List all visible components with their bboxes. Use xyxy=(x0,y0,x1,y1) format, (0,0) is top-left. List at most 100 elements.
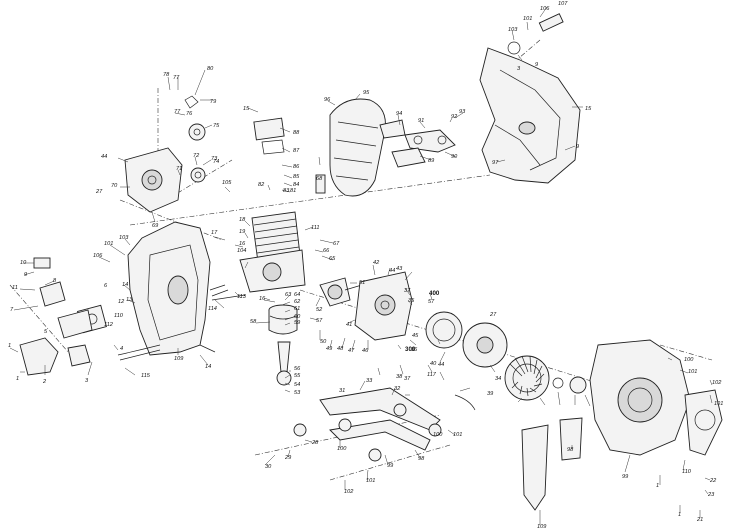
part-callout-101: 101 xyxy=(104,241,113,247)
part-callout-91: 91 xyxy=(418,118,424,124)
part-callout-67: 67 xyxy=(333,241,340,247)
part-callout-46: 46 xyxy=(362,348,369,354)
part-callout-110: 110 xyxy=(682,469,692,475)
part-callout-77: 77 xyxy=(174,109,181,115)
part-callout-114: 114 xyxy=(208,306,217,312)
part-callout-34: 34 xyxy=(495,376,501,382)
part-callout-56: 56 xyxy=(294,366,301,372)
part-callout-33: 33 xyxy=(366,378,373,384)
part-callout-9: 9 xyxy=(535,62,538,68)
part-callout-27: 27 xyxy=(0,0,7,2)
fan-wheel-part xyxy=(504,355,587,401)
part-callout-11: 11 xyxy=(12,285,18,291)
part-callout-65: 65 xyxy=(329,256,336,262)
piston-part xyxy=(268,304,298,386)
part-callout-61: 61 xyxy=(294,306,300,312)
air-filter-cover-part xyxy=(329,98,386,197)
fan-shroud-part xyxy=(479,13,581,184)
part-callout-300: 300 xyxy=(405,346,416,353)
part-callout-15: 15 xyxy=(585,106,592,112)
part-callout-62: 62 xyxy=(294,299,301,305)
part-callout-57: 57 xyxy=(316,318,323,324)
part-callout-113: 113 xyxy=(237,294,247,300)
ignition-coil-part xyxy=(425,311,508,368)
part-callout-48: 48 xyxy=(337,346,344,352)
part-callout-100: 100 xyxy=(433,432,443,438)
muffler-part xyxy=(379,119,456,168)
part-callout-54: 54 xyxy=(294,382,300,388)
part-callout-101: 101 xyxy=(688,369,697,375)
part-callout-99: 99 xyxy=(622,474,628,480)
part-callout-23: 23 xyxy=(707,492,715,498)
part-callout-111: 111 xyxy=(311,225,320,231)
part-callout-102: 102 xyxy=(344,489,354,495)
part-callout-64: 64 xyxy=(294,292,300,298)
part-callout-57: 57 xyxy=(428,299,435,305)
part-callout-1: 1 xyxy=(16,376,19,382)
part-callout-27: 27 xyxy=(95,189,103,195)
part-callout-88: 88 xyxy=(293,130,300,136)
part-callout-1: 1 xyxy=(678,512,681,518)
part-callout-79: 79 xyxy=(210,99,216,105)
part-callout-12: 12 xyxy=(118,299,125,305)
part-callout-107: 107 xyxy=(558,1,568,7)
part-callout-97: 97 xyxy=(492,160,499,166)
part-callout-101: 101 xyxy=(453,432,462,438)
part-callout-81: 81 xyxy=(290,188,296,194)
part-callout-13: 13 xyxy=(126,297,133,303)
part-callout-76: 76 xyxy=(186,111,193,117)
part-callout-45: 45 xyxy=(412,333,419,339)
part-callout-112: 112 xyxy=(104,322,114,328)
part-callout-66: 66 xyxy=(323,248,330,254)
part-callout-90: 90 xyxy=(451,154,458,160)
part-callout-8: 8 xyxy=(53,278,57,284)
part-callout-16: 16 xyxy=(239,241,246,247)
part-callout-103: 103 xyxy=(119,235,129,241)
part-callout-104: 104 xyxy=(237,248,246,254)
part-callout-17: 17 xyxy=(211,230,218,236)
part-callout-18: 18 xyxy=(239,217,246,223)
part-callout-106: 106 xyxy=(540,6,550,12)
part-callout-9: 9 xyxy=(576,144,579,150)
part-callout-26: 26 xyxy=(0,0,7,2)
part-callout-37: 37 xyxy=(404,288,411,294)
part-callout-92: 92 xyxy=(451,114,458,120)
part-callout-109: 109 xyxy=(174,356,183,362)
part-callout-83: 83 xyxy=(283,188,290,194)
part-callout-95: 95 xyxy=(363,90,370,96)
right-crankcase-part xyxy=(354,271,413,341)
part-callout-9: 9 xyxy=(24,272,27,278)
part-callout-72: 72 xyxy=(193,153,200,159)
part-callout-68: 68 xyxy=(316,176,323,182)
part-callout-44: 44 xyxy=(101,154,107,160)
part-callout-1: 1 xyxy=(8,343,11,349)
part-callout-14: 14 xyxy=(205,364,211,370)
part-callout-105: 105 xyxy=(222,180,232,186)
cylinder-part xyxy=(239,117,326,293)
part-callout-110: 110 xyxy=(114,313,124,319)
part-callout-75: 75 xyxy=(213,123,220,129)
part-callout-10: 10 xyxy=(20,260,27,266)
part-callout-3: 3 xyxy=(517,66,521,72)
part-callout-4: 4 xyxy=(120,346,123,352)
part-callout-96: 96 xyxy=(324,97,331,103)
part-callout-98: 98 xyxy=(567,447,574,453)
part-callout-102: 102 xyxy=(712,380,722,386)
part-callout-14: 14 xyxy=(122,282,128,288)
part-callout-5: 5 xyxy=(44,329,48,335)
part-callout-60: 60 xyxy=(294,314,301,320)
part-callout-400: 400 xyxy=(429,290,440,297)
part-callout-106: 106 xyxy=(93,253,103,259)
part-callout-42: 42 xyxy=(373,260,380,266)
part-callout-35: 35 xyxy=(408,298,415,304)
part-callout-29: 29 xyxy=(284,455,291,461)
part-callout-47: 47 xyxy=(348,348,355,354)
part-callout-101: 101 xyxy=(366,478,375,484)
part-callout-77: 77 xyxy=(173,75,180,81)
part-callout-41: 41 xyxy=(346,322,352,328)
part-callout-22: 22 xyxy=(709,478,717,484)
part-callout-84: 84 xyxy=(293,182,299,188)
part-callout-27: 27 xyxy=(0,0,7,2)
